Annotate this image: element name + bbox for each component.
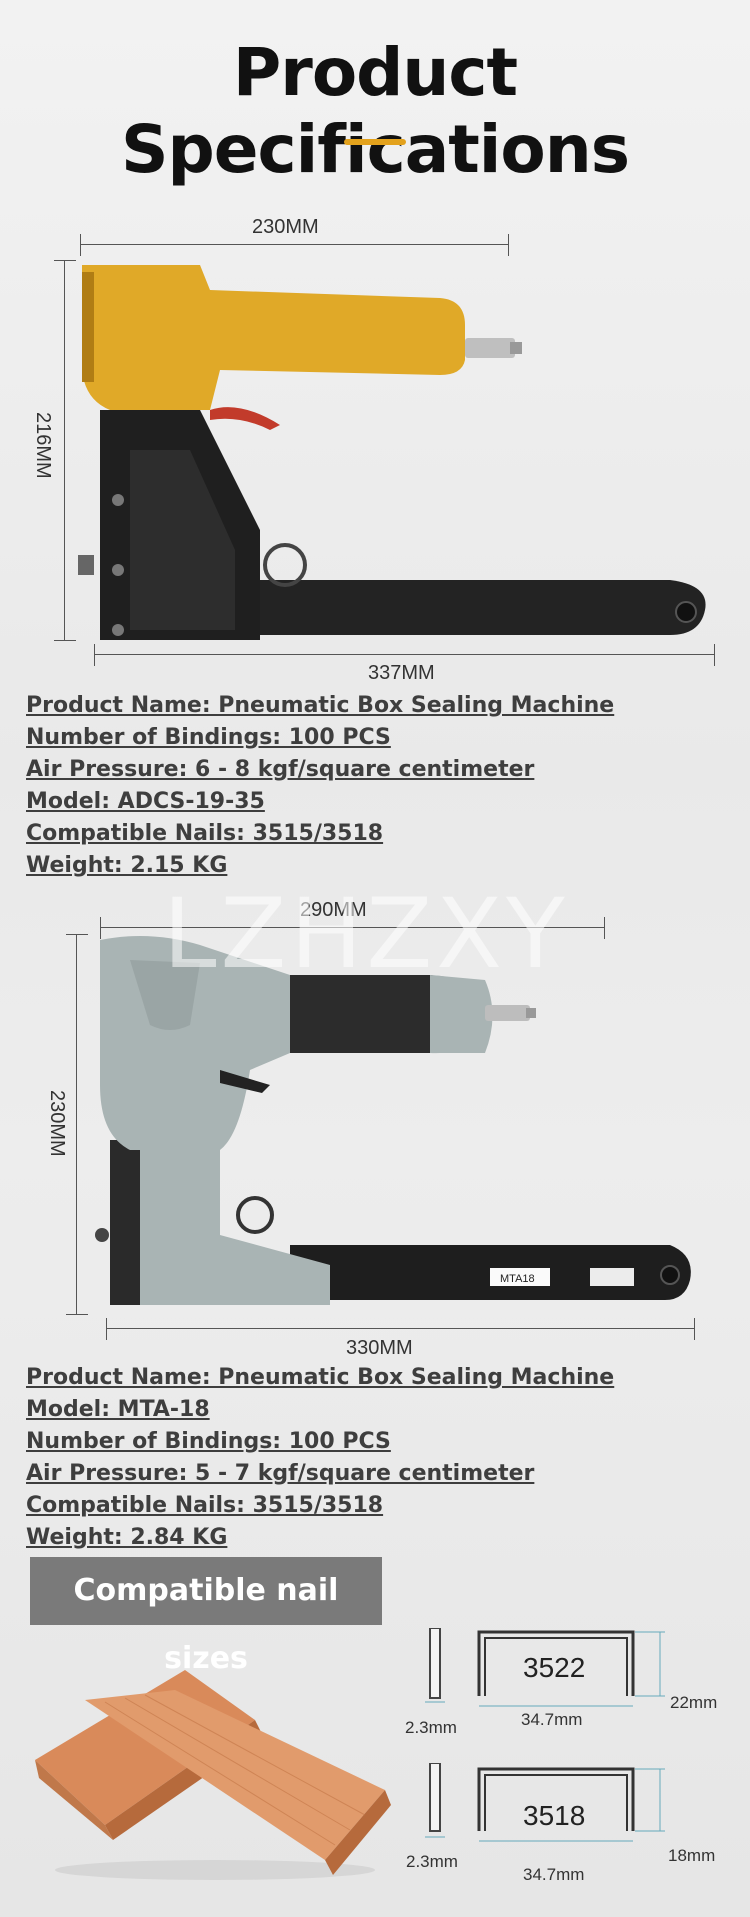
length-dimension-line bbox=[106, 1328, 694, 1329]
spec-bindings: Number of Bindings: 100 PCS bbox=[26, 725, 391, 750]
dimension-tick bbox=[714, 644, 715, 666]
nail-3518-code: 3518 bbox=[523, 1800, 586, 1831]
width-dimension-label: 290MM bbox=[300, 899, 367, 921]
compatible-nail-sizes-badge: Compatible nail sizes bbox=[30, 1557, 382, 1676]
watermark-text: LZHZXY bbox=[163, 878, 569, 990]
page-title: Product Specifications bbox=[120, 34, 630, 188]
dimension-tick bbox=[66, 934, 88, 935]
nail-3522-width: 34.7mm bbox=[521, 1710, 583, 1729]
spec-product-name: Product Name: Pneumatic Box Sealing Mach… bbox=[26, 1365, 615, 1390]
dimension-tick bbox=[54, 640, 76, 641]
spec-compatible-nails: Compatible Nails: 3515/3518 bbox=[26, 821, 384, 846]
nail-3522-diagram bbox=[425, 1628, 665, 1707]
yellow-box-sealing-machine-image bbox=[78, 265, 706, 640]
gray-box-sealing-machine-image: MTA18 bbox=[95, 936, 691, 1305]
dimension-tick bbox=[508, 234, 509, 256]
height-dimension-line bbox=[64, 260, 65, 640]
nail-3522-code: 3522 bbox=[523, 1652, 586, 1683]
height-dimension-label: 230MM bbox=[46, 1090, 68, 1157]
height-dimension-line bbox=[76, 934, 77, 1314]
copper-staples-image bbox=[35, 1670, 391, 1880]
spec-product-name: Product Name: Pneumatic Box Sealing Mach… bbox=[26, 693, 615, 718]
length-dimension-label: 330MM bbox=[346, 1337, 413, 1359]
nail-3518-thickness: 2.3mm bbox=[406, 1852, 458, 1871]
dimension-tick bbox=[100, 917, 101, 939]
spec-weight: Weight: 2.84 KG bbox=[26, 1525, 228, 1550]
nail-3522-thickness: 2.3mm bbox=[405, 1718, 457, 1737]
dimension-tick bbox=[54, 260, 76, 261]
product-2-spec-list: Product Name: Pneumatic Box Sealing Mach… bbox=[26, 1362, 614, 1554]
spec-bindings: Number of Bindings: 100 PCS bbox=[26, 1429, 391, 1454]
dimension-tick bbox=[80, 234, 81, 256]
width-dimension-line bbox=[100, 927, 604, 928]
spec-model: Model: ADCS-19-35 bbox=[26, 789, 265, 814]
nail-3518-diagram bbox=[425, 1763, 665, 1842]
dimension-tick bbox=[106, 1318, 107, 1340]
nail-3518-height: 18mm bbox=[668, 1846, 716, 1865]
spec-air-pressure: Air Pressure: 5 - 7 kgf/square centimete… bbox=[26, 1461, 535, 1486]
title-underline-accent bbox=[344, 139, 406, 145]
spec-weight: Weight: 2.15 KG bbox=[26, 853, 228, 878]
dimension-tick bbox=[94, 644, 95, 666]
dimension-tick bbox=[66, 1314, 88, 1315]
spec-air-pressure: Air Pressure: 6 - 8 kgf/square centimete… bbox=[26, 757, 535, 782]
length-dimension-label: 337MM bbox=[368, 662, 435, 684]
length-dimension-line bbox=[94, 654, 714, 655]
width-dimension-label: 230MM bbox=[252, 216, 319, 238]
nail-3518-width: 34.7mm bbox=[523, 1865, 585, 1884]
dimension-tick bbox=[694, 1318, 695, 1340]
spec-model: Model: MTA-18 bbox=[26, 1397, 210, 1422]
width-dimension-line bbox=[80, 244, 508, 245]
nail-3522-height: 22mm bbox=[670, 1693, 718, 1712]
product-1-spec-list: Product Name: Pneumatic Box Sealing Mach… bbox=[26, 690, 614, 882]
height-dimension-label: 216MM bbox=[32, 412, 54, 479]
spec-compatible-nails: Compatible Nails: 3515/3518 bbox=[26, 1493, 384, 1518]
rail-model-text: MTA18 bbox=[500, 1273, 535, 1285]
dimension-tick bbox=[604, 917, 605, 939]
